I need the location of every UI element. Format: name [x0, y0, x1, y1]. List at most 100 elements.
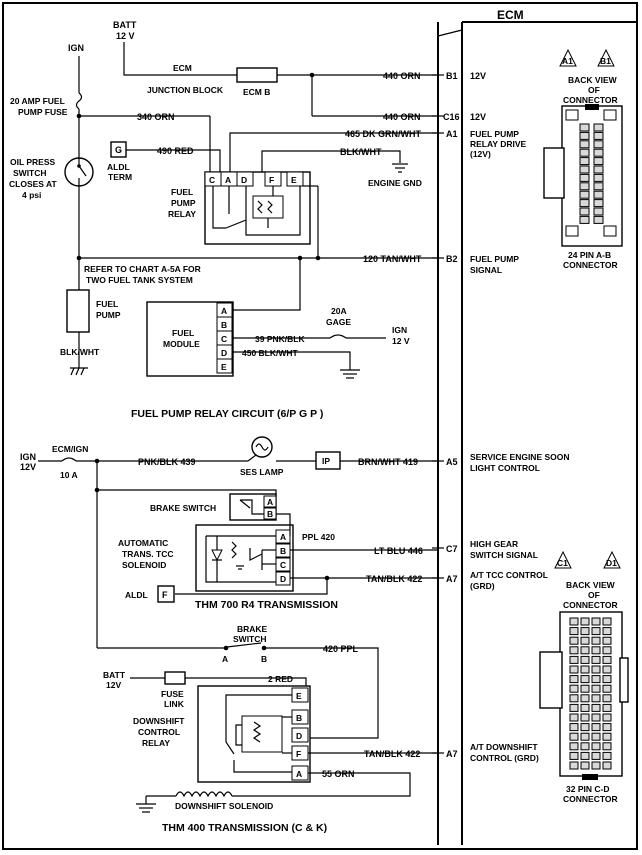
pin-id: A1 [446, 129, 458, 139]
module-label-1: FUEL [172, 328, 194, 338]
oil-label-2: SWITCH [13, 168, 47, 178]
pin-label: A/T TCC CONTROL [470, 570, 548, 580]
brake-pin-label: B [267, 509, 273, 519]
wire-419-label: BRN/WHT 419 [358, 457, 418, 467]
pump-gnd-label: BLK/WHT [60, 347, 100, 357]
fuse-link-icon [164, 671, 186, 685]
tcc-internal [205, 536, 276, 583]
module-pin-label: D [221, 348, 227, 358]
connector-pin-cavity [593, 199, 604, 208]
brake2-label-2: SWITCH [233, 634, 267, 644]
ip-label: IP [322, 456, 330, 466]
connector-pin-cavity [591, 636, 601, 645]
tcc-pin-label: A [280, 532, 286, 542]
pin-id: B2 [446, 254, 458, 264]
wire-340-label: 340 ORN [137, 112, 175, 122]
module-pin-label: B [221, 320, 227, 330]
wire-439-label: PNK/BLK 439 [138, 457, 196, 467]
aldl-term-1: ALDL [107, 162, 130, 172]
connector-pin-cavity [579, 165, 590, 174]
oil-switch-blade [78, 165, 87, 177]
brake-internal [240, 499, 264, 515]
connector-pin-cavity [579, 215, 590, 224]
ds-pin-label: A [296, 769, 302, 779]
connector-cd-tab [619, 657, 629, 703]
connector-pin-cavity [602, 636, 612, 645]
module-pin-label: C [221, 334, 227, 344]
relay-label-3: RELAY [168, 209, 196, 219]
connector-pin-cavity [579, 148, 590, 157]
connector-pin-cavity [593, 215, 604, 224]
module-pin-label: E [221, 362, 227, 372]
connector-pin-cavity [591, 684, 601, 693]
wire-490 [126, 149, 221, 172]
brake2-b: B [261, 654, 267, 664]
connector-pin-cavity [591, 655, 601, 664]
brake2-switch-blade [226, 642, 262, 648]
connector-pin-cavity [579, 182, 590, 191]
connector-pin-cavity [593, 131, 604, 140]
wire-420-label: 420 PPL [323, 644, 359, 654]
ses-lamp-label: SES LAMP [240, 467, 284, 477]
triangle-marker-b1 [597, 48, 615, 67]
tcc-coil-icon [231, 541, 237, 559]
pin-id: A7 [446, 574, 458, 584]
pin-label: A/T DOWNSHIFT [470, 742, 538, 752]
connector-cd-latch [582, 774, 598, 780]
relay-pin-label: A [225, 175, 231, 185]
connector-pin-cavity [602, 732, 612, 741]
connector-cd-side [539, 651, 563, 709]
connector-pin-cavity [580, 627, 590, 636]
connector-pin-cavity [591, 665, 601, 674]
relay-pin-label: D [241, 175, 247, 185]
connector-pin-cavity [569, 761, 579, 770]
pin-label: FUEL PUMP [470, 129, 519, 139]
connector-pin-cavity [593, 182, 604, 191]
ds-coil-box [241, 715, 283, 753]
relay-pin-label: F [269, 175, 274, 185]
connector-pin-cavity [569, 751, 579, 760]
module-label-2: MODULE [163, 339, 200, 349]
wire-120-label: 120 TAN/WHT [363, 254, 422, 264]
ground-symbol [80, 367, 85, 376]
auto-label-2: TRANS. TCC [122, 549, 173, 559]
connector-pin-cavity [602, 684, 612, 693]
gage-label-2: GAGE [326, 317, 351, 327]
connector-pin-cavity [602, 703, 612, 712]
connector-pin-cavity [569, 627, 579, 636]
blk-wht-top-label: BLK/WHT [340, 147, 382, 157]
connector-pin-cavity [579, 173, 590, 182]
relay-internal-wire [245, 186, 301, 236]
triangle-marker-a1 [559, 48, 577, 67]
relay-coil-box [252, 195, 284, 219]
connector-pin-cavity [591, 742, 601, 751]
connector-pin-cavity [580, 751, 590, 760]
wire-440a-label: 440 ORN [383, 71, 421, 81]
relay-pin-label: C [209, 175, 215, 185]
pin-id: A7 [446, 749, 458, 759]
ds-pin-label: D [296, 731, 302, 741]
connector-pin-cavity [591, 713, 601, 722]
connector-pin-cavity [580, 617, 590, 626]
batt-label: BATT [113, 20, 137, 30]
conn-cd-name-1: 32 PIN C-D [566, 784, 609, 794]
downshift-relay-pins: E B D F A [291, 687, 309, 781]
conn-cd-name-2: CONNECTOR [563, 794, 618, 804]
tcc-ign-label: IGN [20, 452, 36, 462]
connector-pin-cavity [591, 703, 601, 712]
connector-pin-cavity [580, 703, 590, 712]
oil-label-4: 4 psi [22, 190, 41, 200]
solenoid-label: DOWNSHIFT SOLENOID [175, 801, 273, 811]
gage-fuse-icon [329, 334, 347, 339]
connector-pin-cavity [569, 723, 579, 732]
auto-label-3: SOLENOID [122, 560, 166, 570]
connector-pin-cavity [569, 694, 579, 703]
brake2-a: A [222, 654, 228, 664]
junction-dot [94, 487, 100, 493]
tcc-switch-icon [249, 548, 263, 561]
pin-label: SWITCH SIGNAL [470, 550, 538, 560]
ground-symbol [75, 367, 80, 376]
connector-32-pin: C1 D1 BACK VIEW OF CONNECTOR 32 PIN C-D … [539, 550, 629, 804]
ds-pin-label: F [296, 749, 301, 759]
